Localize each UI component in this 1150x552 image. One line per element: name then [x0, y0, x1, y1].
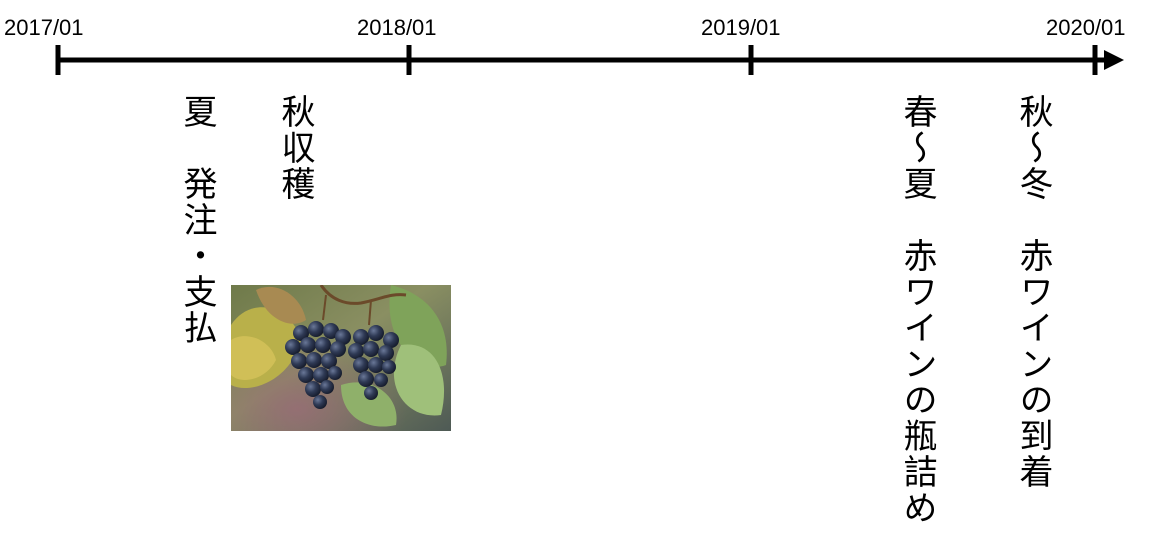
timeline-axis: [55, 45, 1124, 75]
tick-label-2019: 2019/01: [701, 15, 781, 40]
event-autumn-winter-arrival: 秋〜冬 赤ワインの到着: [1013, 94, 1053, 490]
event-autumn-harvest: 秋収穫: [275, 94, 315, 202]
event-spring-summer-bottling: 春〜夏 赤ワインの瓶詰め: [897, 94, 937, 526]
event-summer-order: 夏 発注・支払: [177, 94, 217, 346]
grape-cluster-photo: [231, 285, 451, 431]
axis-arrowhead: [1104, 50, 1124, 70]
tick-label-2020: 2020/01: [1046, 15, 1126, 40]
tick-label-2018: 2018/01: [357, 15, 437, 40]
tick-label-2017: 2017/01: [4, 15, 84, 40]
